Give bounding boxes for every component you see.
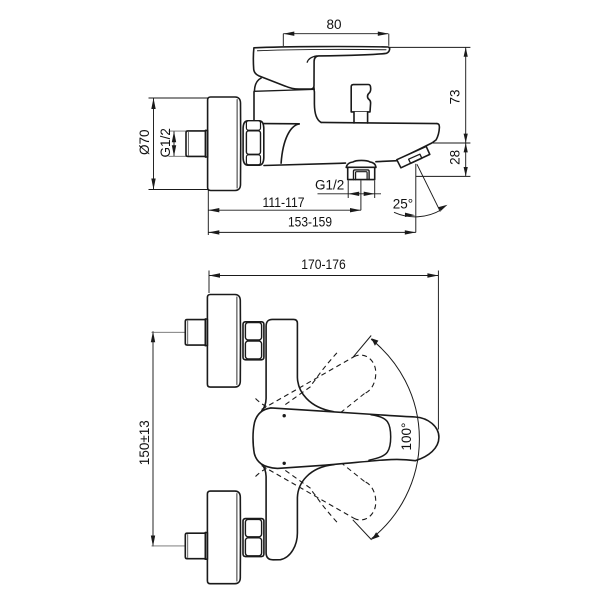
svg-text:G1/2: G1/2 (315, 177, 344, 192)
svg-text:80: 80 (326, 17, 341, 32)
svg-text:150±13: 150±13 (137, 420, 152, 465)
svg-text:153-159: 153-159 (288, 215, 332, 230)
svg-text:100°: 100° (399, 423, 414, 451)
svg-text:111-117: 111-117 (263, 195, 305, 210)
svg-text:25°: 25° (393, 196, 413, 211)
svg-text:170-176: 170-176 (301, 257, 346, 272)
svg-text:73: 73 (448, 89, 463, 104)
svg-text:G1/2: G1/2 (158, 128, 173, 157)
svg-text:28: 28 (448, 150, 463, 165)
svg-text:Ø70: Ø70 (137, 129, 152, 155)
